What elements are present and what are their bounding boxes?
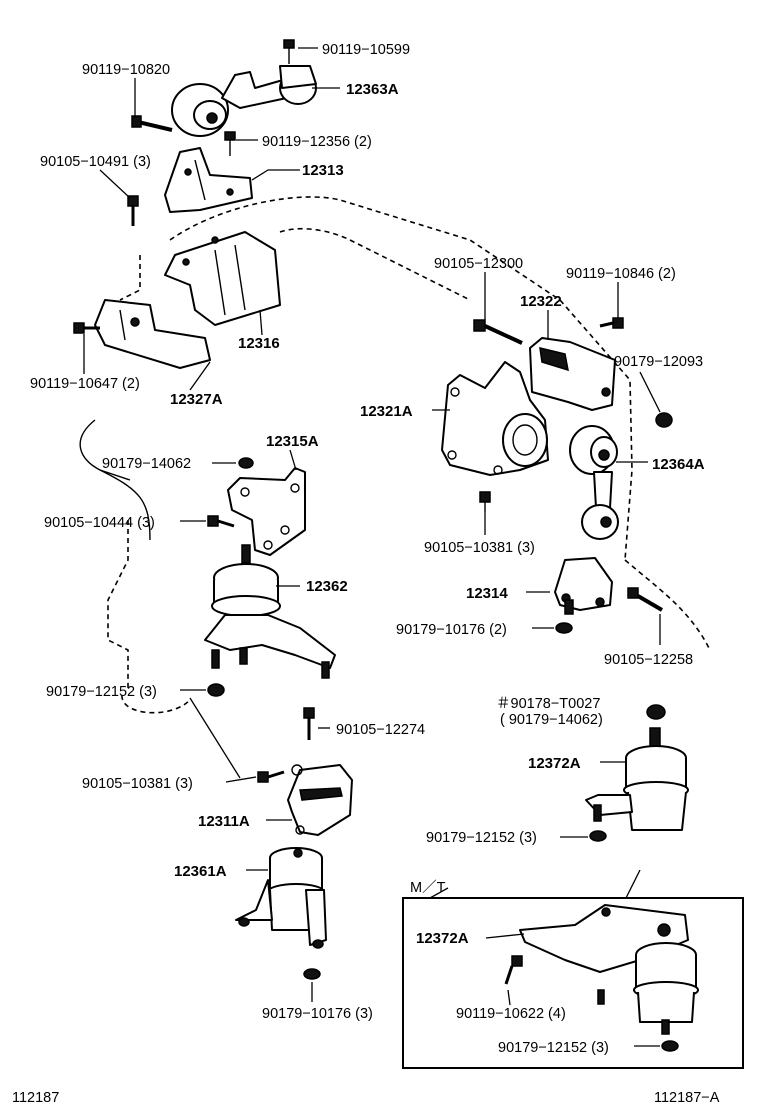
bracket-12322 [529, 337, 616, 411]
label-90119-10599: 90119−10599 [322, 42, 410, 58]
label-90179-10176-b: 90179−10176 (3) [262, 1006, 373, 1022]
torque-rod-12364a [569, 425, 619, 540]
bolt-90119-10599 [283, 39, 295, 64]
engine-mount-12361a [235, 847, 327, 949]
mt-inset-box [402, 869, 744, 1069]
label-90178-t0027: ＃90178−T0027 [496, 696, 600, 712]
nut-90179-12152-a [207, 683, 225, 697]
bolt-90105-12258 [627, 587, 664, 612]
label-12364a: 12364A [652, 456, 705, 473]
bolt-90105-12274 [303, 707, 315, 740]
label-90179-12093: 90179−12093 [614, 354, 703, 370]
torque-rod-12363a [171, 65, 317, 137]
figure-number-left: 112187 [12, 1090, 59, 1106]
leader-lines [83, 47, 661, 1047]
nut-90179-10176-b [303, 968, 321, 980]
label-90179-12152-b: 90179−12152 (3) [426, 830, 537, 846]
label-90119-10846: 90119−10846 (2) [566, 266, 676, 282]
label-12372a-mt: 12372A [416, 930, 469, 947]
bolt-90119-10820 [131, 115, 173, 132]
label-90179-10176-a: 90179−10176 (2) [396, 622, 507, 638]
label-mt: M／T [410, 879, 446, 896]
bracket-12313 [164, 147, 253, 213]
part-labels: 90119−10599 90119−10820 12363A 90119−123… [12, 42, 720, 1106]
bolt-90105-10381-b [257, 770, 285, 783]
label-90179-14062-b: ( 90179−14062) [500, 712, 603, 728]
engine-outline [79, 196, 711, 714]
label-12363a: 12363A [346, 81, 399, 98]
label-90179-12152-a: 90179−12152 (3) [46, 684, 157, 700]
figure-number-right: 112187−A [654, 1090, 720, 1106]
label-90119-10820: 90119−10820 [82, 62, 170, 78]
label-90105-10381-b: 90105−10381 (3) [82, 776, 193, 792]
label-90119-12356: 90119−12356 (2) [262, 134, 372, 150]
bracket-12327a [94, 299, 211, 369]
label-12314: 12314 [466, 585, 508, 602]
nut-90179-12152-b [589, 830, 607, 842]
label-12315a: 12315A [266, 433, 319, 450]
nut-90179-10176-a [555, 622, 573, 634]
label-12372a-upper: 12372A [528, 755, 581, 772]
engine-mount-12372a-upper [585, 704, 689, 831]
label-12313: 12313 [302, 162, 344, 179]
bolt-90119-10647 [73, 322, 100, 334]
label-90105-10444: 90105−10444 (3) [44, 515, 155, 531]
bolt-90105-12300 [473, 319, 523, 345]
label-90105-12300: 90105−12300 [434, 256, 523, 272]
bracket-12321a [441, 361, 549, 476]
bolt-90119-12356 [224, 131, 236, 156]
bracket-12316 [164, 231, 281, 326]
label-90105-10491: 90105−10491 (3) [40, 154, 151, 170]
bracket-12311a [287, 764, 353, 836]
engine-mount-12362 [204, 544, 336, 679]
bolt-90105-10491 [127, 195, 139, 226]
bolt-90105-10381-a [479, 491, 491, 512]
label-90119-10647: 90119−10647 (2) [30, 376, 140, 392]
engine-mount-12372a-mt [519, 904, 699, 1035]
label-12316: 12316 [238, 335, 280, 352]
nut-90179-14062 [238, 457, 254, 469]
bolt-90105-10444 [207, 515, 235, 528]
bolt-90119-10622 [504, 955, 523, 985]
nut-90179-12093 [655, 412, 673, 428]
bracket-12315a [227, 467, 306, 556]
label-90105-10381-a: 90105−10381 (3) [424, 540, 535, 556]
label-12361a: 12361A [174, 863, 227, 880]
label-90105-12258: 90105−12258 [604, 652, 693, 668]
label-12311a: 12311A [198, 813, 250, 830]
label-90179-12152-c: 90179−12152 (3) [498, 1040, 609, 1056]
label-12362: 12362 [306, 578, 348, 595]
label-12327a: 12327A [170, 391, 223, 408]
label-90105-12274: 90105−12274 [336, 722, 425, 738]
label-90119-10622: 90119−10622 (4) [456, 1006, 566, 1022]
nut-90179-12152-c [661, 1040, 679, 1052]
label-12321a: 12321A [360, 403, 413, 420]
label-12322: 12322 [520, 293, 562, 310]
label-90179-14062: 90179−14062 [102, 456, 191, 472]
bracket-12314 [554, 557, 613, 615]
bolt-90119-10846 [599, 317, 624, 329]
